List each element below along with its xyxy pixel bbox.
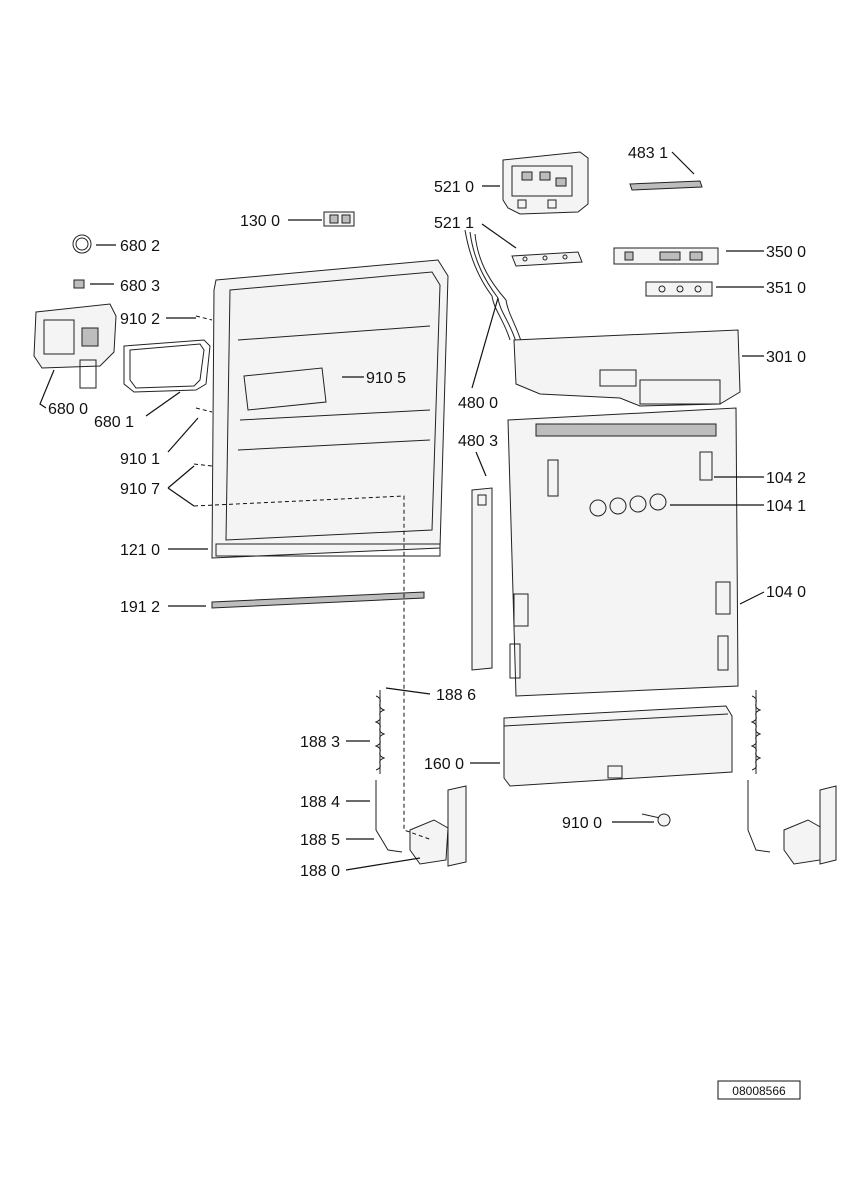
callout-104-2: 104 2 <box>766 470 806 487</box>
door-latch-part <box>323 211 355 227</box>
button-board-part <box>645 281 713 297</box>
callout-910-0: 910 0 <box>562 815 602 832</box>
screw-part <box>641 813 671 827</box>
callout-480-3: 480 3 <box>458 433 498 450</box>
bottom-bracket-part <box>503 705 733 787</box>
callout-910-1: 910 1 <box>120 451 160 468</box>
callout-121-0: 121 0 <box>120 542 160 559</box>
callout-188-0: 188 0 <box>300 863 340 880</box>
dispenser-gasket-part <box>123 339 211 393</box>
callout-130-0: 130 0 <box>240 213 280 230</box>
callout-680-3: 680 3 <box>120 278 160 295</box>
wiring-harness-part <box>464 229 523 345</box>
callout-188-4: 188 4 <box>300 794 340 811</box>
callout-188-3: 188 3 <box>300 734 340 751</box>
callout-521-0: 521 0 <box>434 179 474 196</box>
callout-521-1: 521 1 <box>434 215 474 232</box>
bottom-strip-part <box>211 591 425 609</box>
callout-483-1: 483 1 <box>628 145 668 162</box>
vertical-bracket-part <box>471 487 493 671</box>
dispenser-part <box>33 303 117 389</box>
document-id: 08008566 <box>732 1084 786 1098</box>
callout-350-0: 350 0 <box>766 244 806 261</box>
display-board-part <box>613 247 719 265</box>
outer-door-panel-part <box>507 407 739 697</box>
flat-cable-part <box>629 180 703 191</box>
callout-680-2: 680 2 <box>120 238 160 255</box>
callout-104-1: 104 1 <box>766 498 806 515</box>
callout-labels: 483 1 521 0 130 0 521 1 680 2 350 0 680 … <box>48 145 806 880</box>
inner-door-panel-part <box>211 259 449 559</box>
callout-191-2: 191 2 <box>120 599 160 616</box>
callout-188-6: 188 6 <box>436 687 476 704</box>
callout-188-5: 188 5 <box>300 832 340 849</box>
callout-104-0: 104 0 <box>766 584 806 601</box>
callout-160-0: 160 0 <box>424 756 464 773</box>
left-hinge-assembly-part <box>374 690 467 867</box>
right-hinge-assembly-part <box>747 690 837 865</box>
callout-910-7: 910 7 <box>120 481 160 498</box>
small-clip-part <box>73 279 85 289</box>
control-module-part <box>502 151 589 215</box>
callout-680-1: 680 1 <box>94 414 134 431</box>
callout-480-0: 480 0 <box>458 395 498 412</box>
seal-ring-part <box>72 234 92 254</box>
document-id-box: 08008566 <box>717 1080 801 1100</box>
callout-351-0: 351 0 <box>766 280 806 297</box>
leader-lines <box>39 151 765 871</box>
control-panel-frame-part <box>513 329 741 407</box>
small-pcb-part <box>511 251 583 267</box>
callout-680-0: 680 0 <box>48 401 88 418</box>
callout-301-0: 301 0 <box>766 349 806 366</box>
callout-910-2: 910 2 <box>120 311 160 328</box>
dashed-guides <box>193 315 433 841</box>
callout-910-5: 910 5 <box>366 370 406 387</box>
